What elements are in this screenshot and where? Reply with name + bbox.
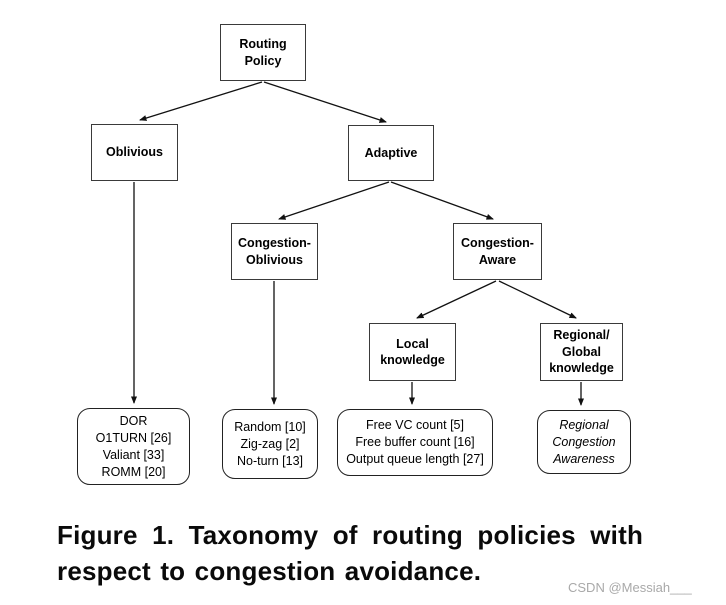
node-label-line: Congestion- bbox=[238, 236, 311, 250]
leaf-congestion-oblivious-examples: Random [10] Zig-zag [2] No-turn [13] bbox=[222, 409, 318, 479]
leaf-oblivious-examples: DOR O1TURN [26] Valiant [33] ROMM [20] bbox=[77, 408, 190, 485]
leaf-label-line: O1TURN [26] bbox=[95, 430, 172, 445]
node-routing-policy: Routing Policy bbox=[220, 24, 306, 81]
node-congestion-oblivious: Congestion- Oblivious bbox=[231, 223, 318, 280]
node-local-knowledge: Local knowledge bbox=[369, 323, 456, 381]
node-label-line: knowledge bbox=[380, 353, 445, 367]
leaf-label-line: Free buffer count [16] bbox=[355, 435, 475, 449]
node-label-line: Regional/ bbox=[553, 328, 610, 343]
leaf-local-knowledge-examples: Free VC count [5] Free buffer count [16]… bbox=[337, 409, 493, 476]
node-label-line: Global bbox=[562, 344, 601, 359]
node-label-line: Local bbox=[396, 336, 429, 351]
leaf-label-line: Output queue length [27] bbox=[346, 452, 484, 466]
leaf-label-line: Zig-zag [2] bbox=[240, 436, 300, 451]
node-label-line: Adaptive bbox=[364, 145, 418, 160]
node-adaptive: Adaptive bbox=[348, 125, 434, 181]
leaf-label-line: Free VC count [5] bbox=[366, 418, 464, 432]
node-label-line: Aware bbox=[478, 252, 517, 267]
node-congestion-aware: Congestion- Aware bbox=[453, 223, 542, 280]
caption-line: respect to congestion avoidance. bbox=[57, 556, 482, 586]
leaf-label-line: DOR bbox=[119, 413, 148, 428]
leaf-label-line: Awareness bbox=[553, 451, 615, 466]
node-regional-global-knowledge: Regional/ Global knowledge bbox=[540, 323, 623, 381]
leaf-label-line: Congestion bbox=[552, 434, 616, 449]
leaf-label-line: No-turn [13] bbox=[236, 453, 303, 468]
caption-line: Figure 1. Taxonomy of routing policies w… bbox=[57, 520, 644, 550]
leaf-label-line: ROMM [20] bbox=[101, 464, 166, 479]
figure-caption: Figure 1. Taxonomy of routing policies w… bbox=[57, 517, 697, 589]
node-label-line: Congestion- bbox=[461, 236, 534, 250]
node-label-line: Routing bbox=[239, 37, 287, 51]
leaf-label-line: Valiant [33] bbox=[102, 447, 165, 462]
node-label-line: Oblivious bbox=[246, 252, 303, 267]
node-label-line: Oblivious bbox=[106, 145, 163, 160]
node-label-line: knowledge bbox=[549, 361, 614, 376]
leaf-label-line: Regional bbox=[559, 417, 609, 432]
watermark: CSDN @Messiah___ bbox=[568, 580, 692, 595]
node-oblivious: Oblivious bbox=[91, 124, 178, 181]
node-label-line: Policy bbox=[244, 53, 282, 68]
leaf-label-line: Random [10] bbox=[234, 419, 306, 434]
leaf-regional-congestion-awareness: Regional Congestion Awareness bbox=[537, 410, 631, 474]
